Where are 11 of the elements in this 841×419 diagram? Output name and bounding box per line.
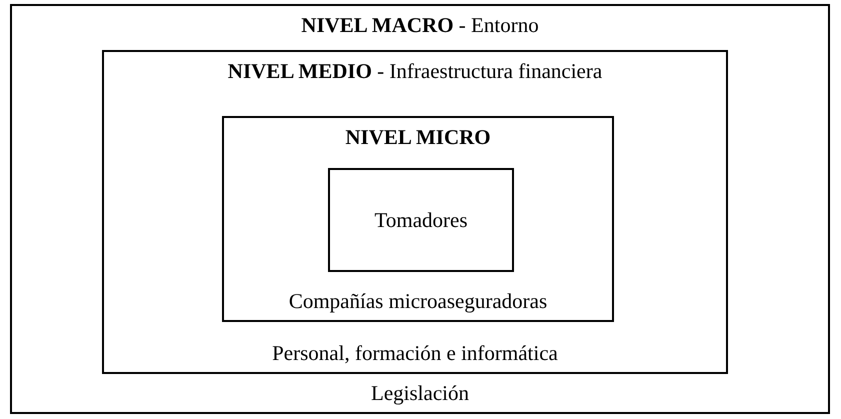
level-box (10, 4, 830, 414)
level-note: Legislación (371, 380, 469, 406)
box-label: Tomadores (374, 207, 468, 233)
level-heading: NIVEL MACRO - Entorno (301, 12, 539, 38)
level-box (102, 50, 728, 374)
level-heading: NIVEL MICRO (345, 124, 491, 150)
level-box (222, 116, 614, 322)
level-note: Compañías microaseguradoras (288, 288, 548, 314)
level-box (328, 168, 514, 272)
level-note: Personal, formación e informática (272, 340, 558, 366)
level-heading: NIVEL MEDIO - Infraestructura financiera (228, 58, 602, 84)
